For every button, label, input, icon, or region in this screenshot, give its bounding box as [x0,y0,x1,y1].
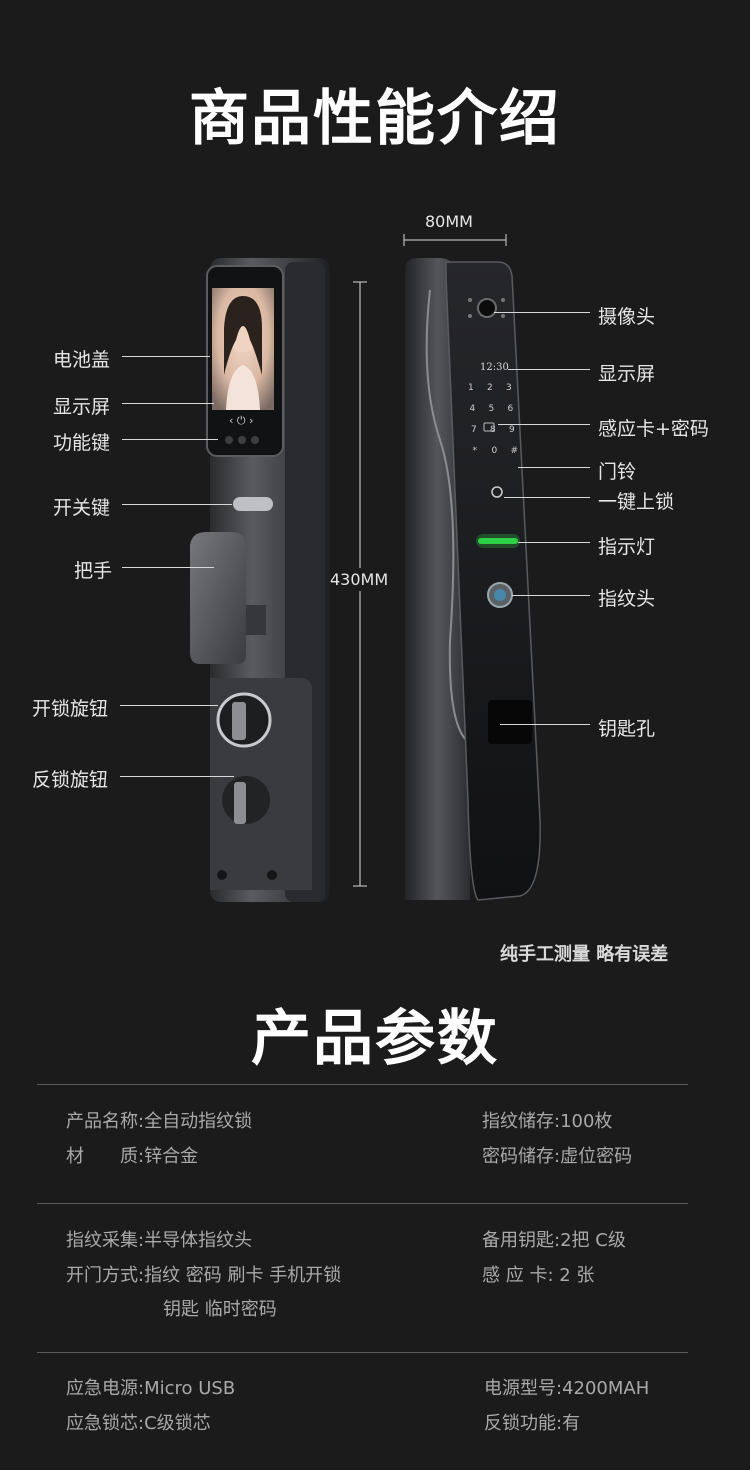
pointer-line [122,356,210,357]
pointer-line [504,497,590,498]
pointer-line [122,439,218,440]
label-function-keys: 功能键 [53,432,111,454]
label-deadbolt-knob: 反锁旋钮 [32,769,109,791]
keypad-key: 7 [471,425,477,435]
keypad-key: 0 [492,446,498,456]
pointer-line [518,467,590,468]
pointer-line [508,369,590,370]
label-display-right: 显示屏 [598,363,656,385]
divider [37,1352,688,1353]
spec-unlock-methods-cont: 钥匙 临时密码 [163,1299,277,1320]
lock-icon [491,486,503,498]
measurement-note: 纯手工测量 略有误差 [500,944,669,965]
keypad-key: 8 [490,425,496,435]
spec-emergency-cylinder: 应急锁芯:C级锁芯 [66,1413,211,1434]
dim-width: 80MM [425,212,473,231]
label-unlock-knob: 开锁旋钮 [32,698,109,720]
label-battery-cover: 电池盖 [53,349,111,371]
spec-battery-model: 电源型号:4200MAH [484,1378,650,1399]
power-key [233,497,273,511]
lock-illustration: ‹ ⏻ › 12:30 1 2 3 4 5 6 7 8 9 * 0 # [190,234,541,902]
pointer-line [500,724,590,725]
label-handle: 把手 [74,560,113,582]
camera-lens [477,298,497,318]
keypad-key: # [511,446,519,456]
spec-backup-key: 备用钥匙:2把 C级 [482,1230,626,1251]
pointer-line [498,424,590,425]
label-power-key: 开关键 [53,497,111,519]
spec-emergency-power: 应急电源:Micro USB [66,1378,236,1399]
svg-text:‹ ⏻ ›: ‹ ⏻ › [229,414,254,427]
label-keyhole: 钥匙孔 [598,718,656,740]
keypad-key: 9 [509,425,515,435]
keypad-key: 6 [508,404,514,414]
lcd-time: 12:30 [480,362,509,373]
label-display-left: 显示屏 [53,396,111,418]
pointer-line [494,312,590,313]
pointer-line [120,705,218,706]
pointer-line [122,504,232,505]
spec-material: 材 质:锌合金 [66,1146,199,1167]
spec-password-storage: 密码储存:虚位密码 [482,1146,633,1167]
pointer-line [518,542,590,543]
pointer-line [122,567,214,568]
pointer-line [122,403,214,404]
keypad-key: 4 [470,404,476,414]
dim-height: 430MM [330,568,389,591]
keypad-key: 3 [506,383,512,393]
handle [190,532,246,664]
spec-ic-card: 感 应 卡: 2 张 [482,1265,595,1286]
label-fingerprint: 指纹头 [598,588,656,610]
keypad-key: * [473,446,478,456]
label-doorbell: 门铃 [598,461,637,483]
divider [37,1203,688,1204]
spec-name: 产品名称:全自动指纹锁 [66,1111,253,1132]
side-lock-face: 12:30 1 2 3 4 5 6 7 8 9 * 0 # [445,261,541,901]
divider [37,1084,688,1085]
indicator-light [476,534,520,548]
spec-fingerprint-sensor: 指纹采集:半导体指纹头 [66,1230,253,1251]
keypad: 1 2 3 4 5 6 7 8 9 * 0 # [468,383,518,456]
pointer-line [512,595,590,596]
keypad-key: 1 [468,383,474,393]
spec-unlock-methods: 开门方式:指纹 密码 刷卡 手机开锁 [66,1265,342,1286]
params-title: 产品参数 [251,1004,499,1074]
keypad-key: 5 [489,404,495,414]
spec-deadlock: 反锁功能:有 [484,1413,581,1434]
keypad-key: 2 [487,383,493,393]
label-indicator: 指示灯 [598,536,656,558]
front-lock: ‹ ⏻ › [190,258,330,902]
label-one-touch-lock: 一键上锁 [598,491,675,513]
intro-title: 商品性能介绍 [189,84,561,154]
spec-fingerprint-storage: 指纹储存:100枚 [482,1111,613,1132]
keyhole [488,700,532,744]
label-card-password: 感应卡+密码 [598,418,709,440]
label-camera: 摄像头 [598,306,656,328]
pointer-line [120,776,234,777]
